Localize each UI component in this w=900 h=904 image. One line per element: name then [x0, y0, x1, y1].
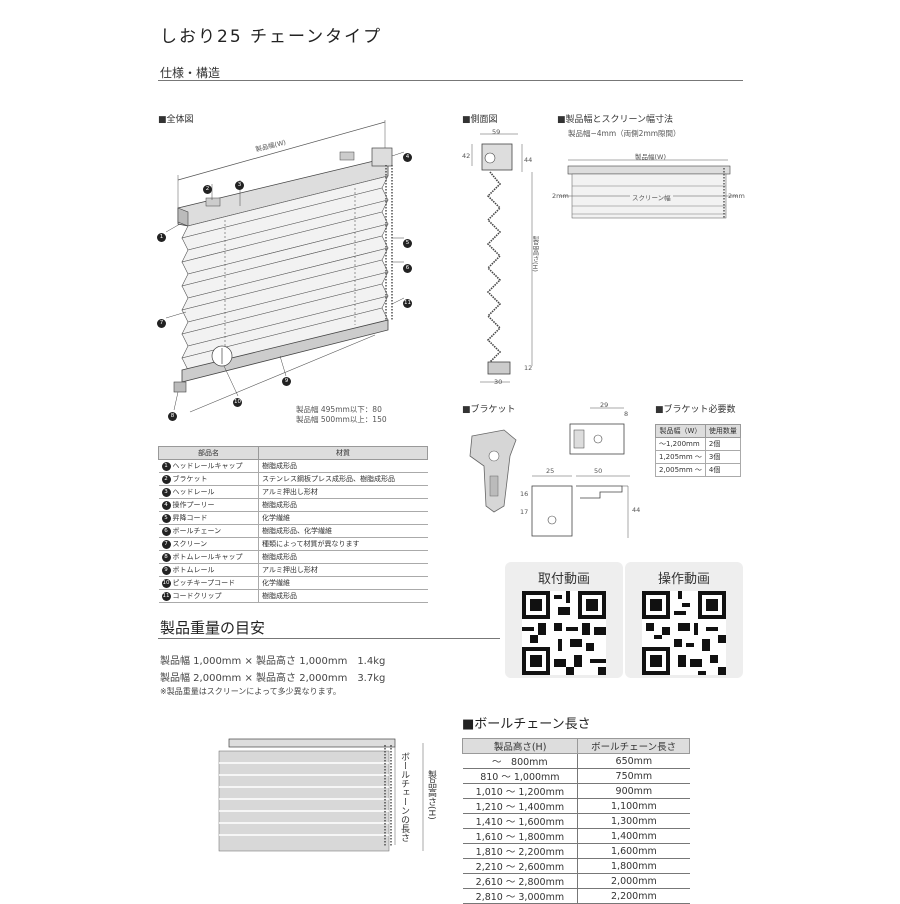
bracket-dim-17: 17: [520, 508, 529, 516]
gap-right-label: 2mm: [728, 192, 745, 200]
bracket-label: ■ブラケット: [462, 405, 516, 415]
callout-5: 5: [403, 233, 414, 252]
callout-4: 4: [403, 147, 414, 166]
full-view-label: ■全体図: [158, 115, 194, 125]
side-view-illustration: [471, 133, 533, 383]
chain-length-vertical-label: ボールチェーンの長さ: [399, 752, 409, 842]
qr-label-operation: 操作動画: [657, 572, 710, 587]
qr-code-icon[interactable]: [642, 591, 726, 675]
section-heading: 仕様・構造: [160, 66, 221, 80]
weight-line-1: 製品幅 1,000mm × 製品高さ 1,000mm 1.4kg: [160, 656, 386, 667]
side-dim-59: 59: [492, 128, 501, 136]
callout-2: 2: [203, 179, 214, 198]
weight-heading: 製品重量の目安: [160, 619, 266, 637]
gap-left-label: 2mm: [552, 192, 569, 200]
qr-card-install[interactable]: 取付動画: [505, 562, 623, 678]
bracket-required-label: ■ブラケット必要数: [655, 405, 736, 415]
weight-line-2: 製品幅 2,000mm × 製品高さ 2,000mm 3.7kg: [160, 673, 386, 684]
side-dim-44: 44: [524, 156, 533, 164]
callout-6: 6: [403, 258, 414, 277]
bracket-table-header-qty: 使用数量: [704, 424, 741, 438]
bracket-dim-29: 29: [600, 401, 609, 409]
bracket-table-header-width: 製品幅（W）: [655, 424, 706, 438]
bracket-dim-8: 8: [624, 410, 629, 418]
bracket-dim-25: 25: [546, 467, 555, 475]
callout-9: 9: [282, 371, 293, 390]
chain-heading: ■ボールチェーン長さ: [462, 717, 591, 732]
weight-divider: [158, 638, 500, 639]
screen-width-w-label: 製品幅(W): [635, 153, 666, 161]
width-section-label: ■製品幅とスクリーン幅寸法: [557, 115, 674, 125]
page-title: しおり25 チェーンタイプ: [160, 27, 383, 47]
chain-header-height: 製品高さ(H): [461, 738, 579, 754]
product-height-vertical-label: 製品高さ(H): [426, 770, 436, 820]
qr-card-operation[interactable]: 操作動画: [625, 562, 743, 678]
side-dim-42: 42: [462, 152, 471, 160]
bracket-dim-44: 44: [632, 506, 641, 514]
callout-1: 1: [157, 227, 168, 246]
width-note-large: 製品幅 500mm以上：150: [296, 415, 387, 424]
screen-width-label: スクリーン幅: [630, 192, 673, 202]
callout-11: 11: [403, 299, 412, 308]
blind-full-illustration: [165, 120, 405, 413]
callout-10: 10: [233, 398, 242, 407]
bracket-photo: [469, 429, 517, 513]
qr-label-install: 取付動画: [537, 572, 590, 587]
callout-8: 8: [168, 406, 179, 425]
parts-header-material: 材質: [258, 446, 428, 460]
section-divider: [158, 80, 743, 81]
callout-7: 7: [157, 313, 168, 332]
side-view-label: ■側面図: [462, 115, 498, 125]
width-note-small: 製品幅 495mm以下：80: [296, 405, 382, 414]
qr-code-icon[interactable]: [522, 591, 606, 675]
table-row: 1,205mm 〜3個: [655, 450, 741, 464]
width-note: 製品幅−4mm（両側2mm隙間）: [568, 129, 681, 138]
blind-front-illustration: [218, 738, 424, 852]
side-dim-12: 12: [524, 364, 533, 372]
parts-header-name: 部品名: [158, 446, 259, 460]
side-height-label: 製品高さ(H): [531, 236, 539, 272]
weight-note: ※製品重量はスクリーンによって多少異なります。: [160, 687, 341, 696]
bracket-dim-50: 50: [594, 467, 603, 475]
side-dim-30: 30: [494, 378, 503, 386]
bracket-drawing: [531, 407, 630, 538]
table-row: 2,005mm 〜4個: [655, 463, 741, 477]
chain-header-length: ボールチェーン長さ: [577, 738, 690, 754]
bracket-dim-16: 16: [520, 490, 529, 498]
callout-3: 3: [235, 175, 246, 194]
